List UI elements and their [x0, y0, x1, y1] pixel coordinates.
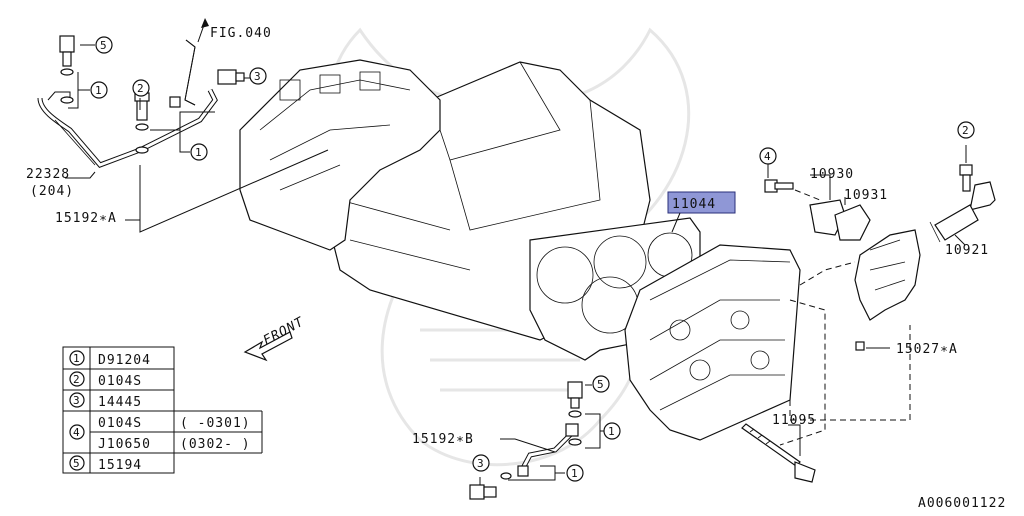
fig-040-label[interactable]: FIG.040 [210, 26, 272, 41]
callout-3-top[interactable]: 3 [249, 67, 267, 85]
callout-1-top-mid[interactable]: 1 [190, 143, 208, 161]
legend-table [62, 346, 263, 474]
legend-row-4: 4 0104S ( -0301) [69, 416, 251, 440]
legend-row-4b-range: (0302- ) [180, 437, 251, 452]
oil-pipe-15192a [37, 35, 245, 168]
callout-2-right[interactable]: 2 [957, 121, 975, 139]
legend-row-4-num: 4 [73, 426, 80, 439]
fig-arrowhead [201, 18, 209, 28]
legend-row-2-num: 2 [73, 373, 80, 386]
svg-text:2: 2 [137, 82, 144, 95]
legend-row-5: 5 15194 [69, 455, 142, 473]
part-22328-sub-label: (204) [30, 184, 74, 199]
part-11044-highlight[interactable] [667, 191, 736, 214]
legend-row-1: 1 D91204 [69, 350, 151, 368]
svg-text:1: 1 [95, 84, 102, 97]
part-11044-label[interactable]: 11044 [672, 197, 716, 212]
oil-pipe-15192b [469, 381, 583, 500]
legend-row-4b-part: J10650 [98, 437, 151, 452]
callout-3-bottom[interactable]: 3 [472, 454, 490, 472]
callout-5-top[interactable]: 5 [95, 36, 113, 54]
callout-1-bottom-right[interactable]: 1 [603, 422, 621, 440]
callout-5-bottom[interactable]: 5 [592, 375, 610, 393]
part-15192b-label[interactable]: 15192∗B [412, 432, 474, 447]
part-10921-label[interactable]: 10921 [945, 243, 989, 258]
legend-row-1-part: D91204 [98, 353, 151, 368]
svg-text:3: 3 [254, 70, 261, 83]
legend-row-5-num: 5 [73, 457, 80, 470]
bolt-11095 [741, 423, 816, 483]
legend-row-2: 2 0104S [69, 371, 142, 389]
legend-row-3-num: 3 [73, 394, 80, 407]
svg-text:1: 1 [571, 467, 578, 480]
legend-row-4b: J10650 (0302- ) [98, 437, 251, 452]
legend-row-4-part: 0104S [98, 416, 142, 431]
callout-4-right[interactable]: 4 [759, 147, 777, 165]
legend-row-2-part: 0104S [98, 374, 142, 389]
part-10930-label[interactable]: 10930 [810, 167, 854, 182]
part-10931-label[interactable]: 10931 [844, 188, 888, 203]
diagram-id-label: A006001122 [918, 496, 1006, 511]
legend-row-3: 3 14445 [69, 392, 142, 410]
left-cylinder-head [239, 59, 441, 251]
svg-text:2: 2 [962, 124, 969, 137]
legend-row-3-part: 14445 [98, 395, 142, 410]
legend-row-5-part: 15194 [98, 458, 142, 473]
svg-text:1: 1 [195, 146, 202, 159]
svg-text:5: 5 [597, 378, 604, 391]
svg-text:4: 4 [764, 150, 771, 163]
part-22328-label[interactable]: 22328 [26, 167, 70, 182]
legend-row-1-num: 1 [73, 352, 80, 365]
part-15027a-label[interactable]: 15027∗A [896, 342, 958, 357]
legend-row-4-range: ( -0301) [180, 416, 251, 431]
svg-text:5: 5 [100, 39, 107, 52]
callout-2-top[interactable]: 2 [132, 79, 150, 97]
front-arrow [243, 331, 293, 362]
right-cylinder-head [624, 244, 801, 441]
part-11095-label[interactable]: 11095 [772, 413, 816, 428]
part-15192a-label[interactable]: 15192∗A [55, 211, 117, 226]
callout-1-top-left[interactable]: 1 [90, 81, 108, 99]
svg-text:1: 1 [608, 425, 615, 438]
callout-1-bottom[interactable]: 1 [566, 464, 584, 482]
svg-text:3: 3 [477, 457, 484, 470]
front-label: FRONT [261, 314, 307, 348]
cam-sensor-assy [764, 164, 996, 351]
